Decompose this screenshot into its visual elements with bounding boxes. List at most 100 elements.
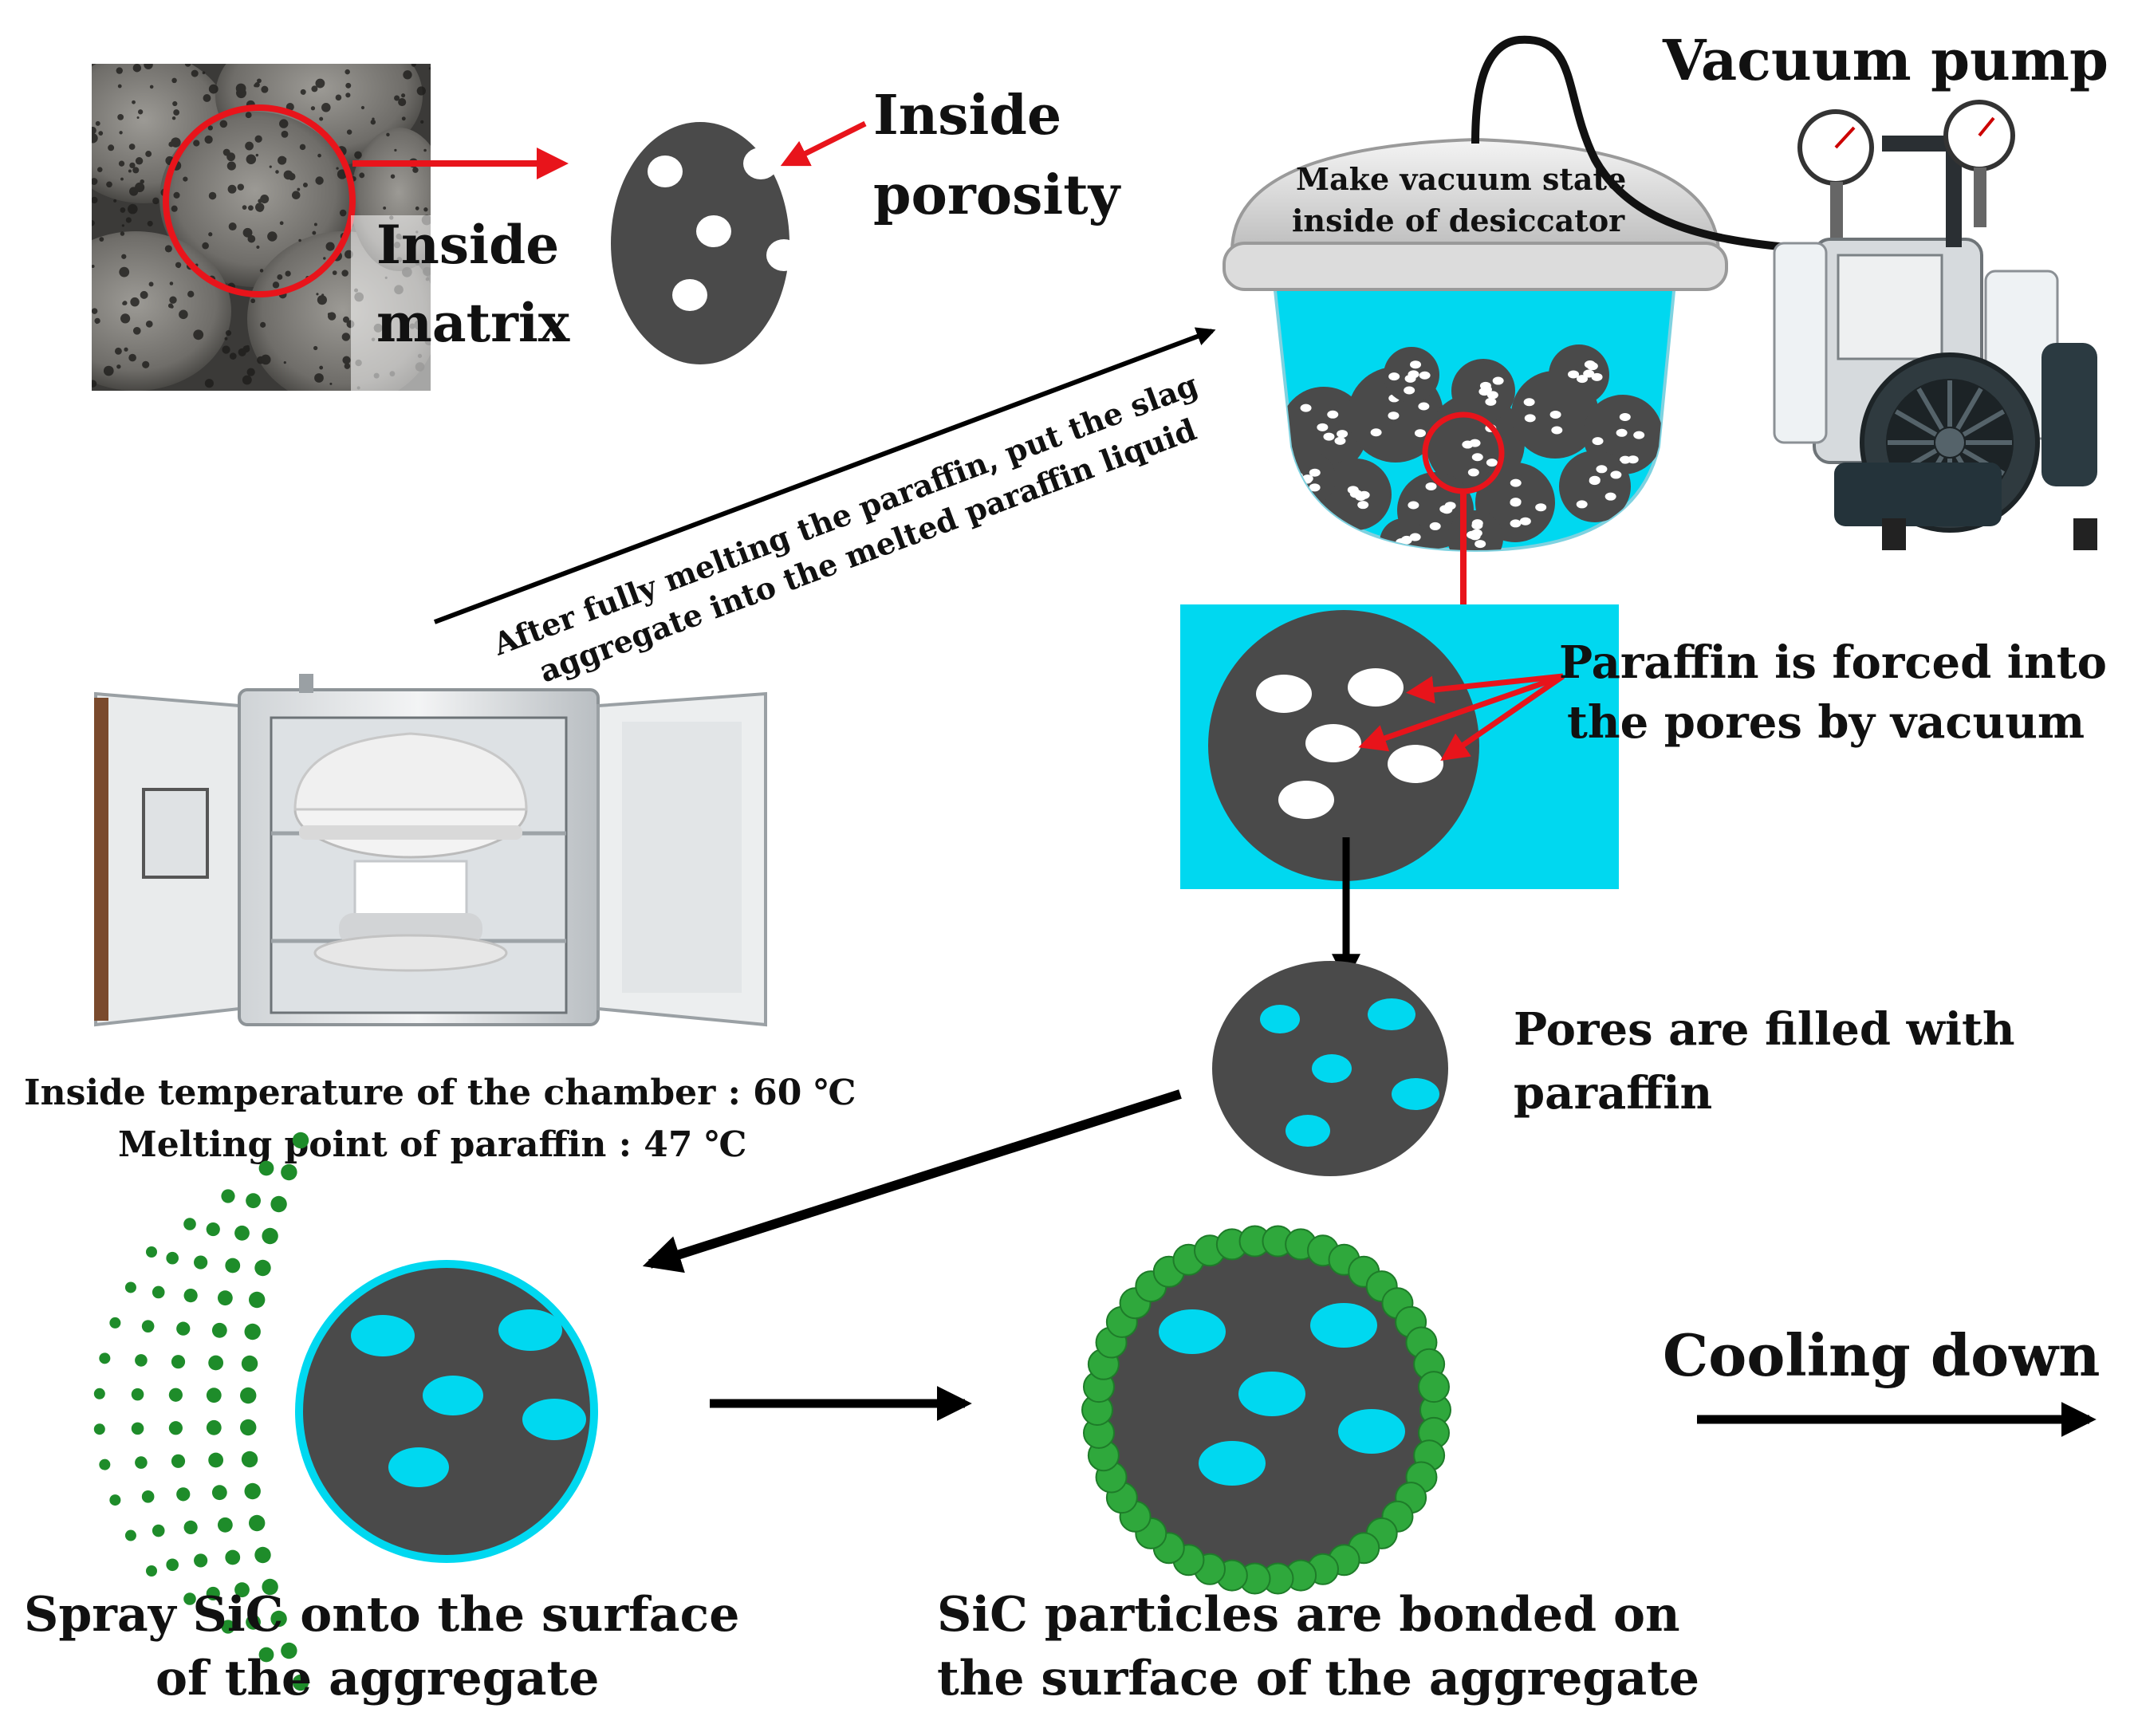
rock-pore bbox=[208, 191, 217, 200]
stone-pore bbox=[1549, 410, 1561, 419]
rock-pore bbox=[140, 179, 144, 184]
sic-particle bbox=[146, 1246, 157, 1258]
inside-matrix-label-bg bbox=[351, 215, 431, 391]
stone-pore bbox=[1551, 426, 1563, 435]
rock-pore bbox=[297, 187, 301, 191]
bonded-label-2: the surface of the aggregate bbox=[937, 1651, 1699, 1706]
spray-label-1: Spray SiC onto the surface bbox=[24, 1587, 739, 1643]
sic-particle bbox=[206, 1419, 222, 1435]
rock-pore bbox=[169, 296, 177, 304]
rock-pore bbox=[272, 281, 280, 289]
rock-pore bbox=[246, 368, 255, 376]
rock-pore bbox=[229, 352, 237, 360]
rock-pore bbox=[283, 170, 293, 180]
rock-pore bbox=[203, 94, 211, 102]
stone-pore bbox=[1492, 376, 1504, 385]
stone-pore bbox=[1485, 397, 1497, 406]
rock-pore bbox=[207, 125, 213, 131]
rock-pore bbox=[129, 162, 136, 169]
sic-particle bbox=[281, 1642, 297, 1659]
rock-pore bbox=[325, 242, 335, 251]
sic-particle bbox=[208, 1452, 224, 1468]
rock-pore bbox=[191, 69, 199, 77]
rock-pore bbox=[428, 67, 431, 70]
rock-pore bbox=[130, 297, 140, 307]
rock-pore bbox=[167, 303, 173, 309]
pores-filled-label-1: Pores are filled with bbox=[1514, 1003, 2015, 1056]
stone-pore bbox=[1524, 414, 1536, 423]
stone-pore bbox=[1404, 386, 1415, 395]
rock-pore bbox=[204, 135, 213, 144]
sic-particle bbox=[135, 1354, 148, 1367]
rock-pore bbox=[255, 153, 259, 157]
inside-porosity-label-1: Inside bbox=[873, 84, 1061, 148]
porosity-aggregate bbox=[611, 122, 801, 364]
stone-pore bbox=[1408, 501, 1419, 510]
rock-pore bbox=[179, 309, 188, 320]
rock-pore bbox=[184, 64, 191, 67]
rock-pore bbox=[312, 230, 317, 235]
rock-pore bbox=[261, 85, 269, 93]
stone-pore bbox=[1584, 360, 1596, 369]
rock-pore bbox=[144, 64, 153, 69]
rock-pore bbox=[302, 182, 308, 187]
rock-pore bbox=[208, 84, 219, 94]
sic-particle bbox=[168, 1388, 183, 1402]
sic-particle bbox=[270, 1195, 287, 1213]
pores-filled-label-2: paraffin bbox=[1514, 1067, 1712, 1120]
sic-particle bbox=[152, 1285, 165, 1299]
rock-pore bbox=[420, 120, 424, 124]
sic-particle bbox=[241, 1355, 258, 1372]
stone-pore bbox=[1323, 432, 1335, 441]
rock-pore bbox=[124, 347, 128, 352]
sic-particle bbox=[99, 1352, 111, 1364]
sic-particle bbox=[254, 1259, 271, 1277]
rock-pore bbox=[313, 345, 318, 351]
rock-pore bbox=[225, 330, 232, 337]
rock-pore bbox=[327, 312, 337, 321]
rock-pore bbox=[403, 70, 412, 80]
sic-particle bbox=[281, 1163, 297, 1181]
rock-pore bbox=[245, 141, 254, 151]
rock-pore bbox=[235, 83, 246, 94]
rock-pore bbox=[173, 109, 180, 116]
rock-pore bbox=[222, 148, 230, 156]
bonded-label-1: SiC particles are bonded on bbox=[937, 1587, 1680, 1643]
sic-particle bbox=[124, 1529, 136, 1541]
rock-pore bbox=[135, 157, 144, 165]
sic-bonded-particle bbox=[1418, 1371, 1451, 1403]
sic-particle bbox=[248, 1291, 266, 1309]
sic-particle bbox=[206, 1586, 220, 1601]
stone-pore bbox=[1334, 436, 1346, 445]
rock-pore bbox=[132, 64, 142, 73]
fan-spoke bbox=[1894, 409, 1938, 437]
rock-pore bbox=[204, 379, 214, 388]
stone-pore bbox=[1486, 391, 1498, 400]
stone-pore bbox=[1471, 529, 1482, 537]
rock-pore bbox=[237, 183, 245, 191]
rock-pore bbox=[257, 78, 262, 84]
vacuum-hose bbox=[1471, 35, 1787, 251]
rock-pore bbox=[415, 206, 419, 211]
sic-particle bbox=[262, 1578, 278, 1596]
sic-particle bbox=[234, 1225, 250, 1241]
rock-pore bbox=[92, 126, 96, 135]
rock-pore bbox=[285, 270, 291, 277]
rock-pore bbox=[398, 98, 407, 107]
sic-particle bbox=[244, 1482, 261, 1500]
rock-pore bbox=[339, 209, 347, 217]
rock-pore bbox=[390, 174, 396, 179]
vacuum-pump bbox=[1773, 100, 2097, 550]
rock-pore bbox=[169, 281, 174, 285]
stone-pore bbox=[1409, 533, 1421, 541]
arrow-paraffin-forced-2 bbox=[1358, 673, 1565, 752]
rock-pore bbox=[247, 234, 256, 243]
stone-pore bbox=[1616, 428, 1628, 437]
rock-pore bbox=[118, 160, 125, 167]
sic-particle bbox=[183, 1520, 198, 1534]
stone-pore bbox=[1619, 455, 1631, 464]
rock-pore bbox=[323, 257, 326, 260]
sic-particle bbox=[109, 1317, 121, 1329]
stone-pore bbox=[1309, 483, 1321, 492]
rock-pore bbox=[283, 360, 286, 364]
